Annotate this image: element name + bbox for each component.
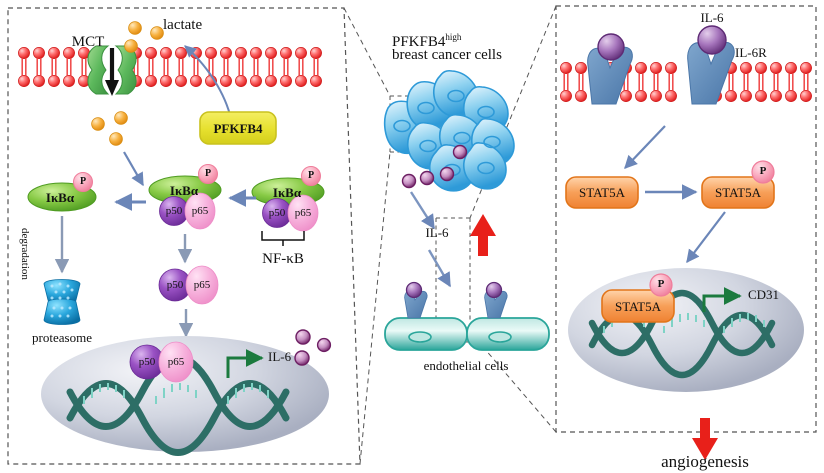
stat5a-phospho-label: STAT5A: [715, 185, 761, 201]
il6r-receptor-left: [587, 33, 633, 105]
red-down-arrow-angiogenesis: [692, 418, 718, 460]
p-badge-free-ikba: P: [79, 175, 87, 187]
arrow-il6-lower: [427, 249, 452, 288]
stat5a-label: STAT5A: [579, 185, 625, 201]
stat5a-node: [565, 176, 639, 209]
right-panel-border: [555, 5, 817, 433]
p-badge-stat5a-nuclear: P: [657, 278, 665, 291]
il6-gene-label: IL-6: [268, 349, 292, 364]
angiogenesis-label: angiogenesis: [661, 452, 749, 472]
ikba-label-right: IκBα: [272, 185, 302, 201]
arrow-lactate-to-ikba: [123, 151, 144, 187]
stat5a-phospho-node: [701, 160, 775, 209]
cd31-label: CD31: [748, 287, 780, 302]
stat5a-phospho-nuclear: [601, 273, 675, 323]
p65-label-nuclear: p65: [167, 356, 185, 369]
lactate-molecules-extracellular: [124, 21, 164, 53]
arrow-il6-upper: [409, 191, 436, 230]
nfkb-ikba-complex-middle: [148, 164, 222, 230]
degradation-label: degradation: [19, 228, 31, 280]
p-badge-middle: P: [204, 167, 212, 179]
il6-receptors-middle: [404, 281, 508, 319]
lactate-label: lactate: [163, 17, 203, 33]
mct-label: MCT: [71, 34, 105, 51]
p50-label-middle: p50: [165, 205, 183, 218]
red-up-arrow-il6: [470, 214, 496, 256]
cancer-cells-title: PFKFB4high: [392, 32, 462, 51]
pfkfb4-label: PFKFB4: [213, 121, 263, 137]
nfkb-ikba-complex-right: [251, 166, 325, 232]
il6r-receptor-right: [687, 25, 735, 105]
p-badge-stat5a: P: [759, 165, 767, 178]
endothelial-cells-middle: [384, 317, 550, 351]
cancer-cells-title-line2: breast cancer cells: [392, 47, 502, 63]
p65-label-middle: p65: [191, 205, 209, 218]
ikba-label-free: IκBα: [45, 190, 75, 206]
zoom-connector-top-left: [343, 7, 391, 97]
cancer-cells-title-sup: high: [445, 32, 462, 42]
zoom-box-endothelial: [435, 217, 484, 343]
zoom-connector-bottom-left: [359, 151, 391, 465]
arrow-stat5a-to-nucleus: [686, 211, 726, 264]
il6-label-middle: IL-6: [425, 225, 449, 241]
p50-label-nuclear: p50: [138, 356, 156, 369]
cancer-cell-membrane: [17, 46, 323, 88]
p50-label-right: p50: [268, 207, 286, 220]
stat5a-nuclear-label: STAT5A: [615, 299, 661, 315]
proteasome-label: proteasome: [32, 330, 92, 346]
transcription-arrow-cd31: [702, 287, 742, 312]
p65-label-right: p65: [294, 207, 312, 220]
p50-label-dimer: p50: [166, 279, 184, 292]
cancer-cells-title-line1: PFKFB4: [392, 34, 446, 50]
arrow-receptor-to-stat5a: [624, 125, 666, 169]
mct-transporter-icon: [87, 45, 137, 96]
nfkb-bracket: [261, 231, 305, 246]
p-badge-right: P: [307, 169, 315, 181]
pfkfb4-node: [199, 111, 277, 145]
il6-label-right: IL-6: [700, 10, 724, 26]
lactate-molecules-intracellular: [91, 111, 128, 146]
il6r-label: IL-6R: [735, 45, 767, 60]
transcription-arrow-il6: [226, 349, 264, 378]
il6-beads-middle: [401, 144, 468, 189]
proteasome-icon: [43, 279, 81, 325]
p65-label-dimer: p65: [193, 279, 211, 292]
ikba-label-middle: IκBα: [169, 183, 199, 199]
zoom-connector-bottom-right: [483, 347, 557, 433]
p50-p65-dimer: [158, 265, 219, 305]
p50-p65-dimer-nuclear: [129, 341, 194, 383]
il6-secreted-beads-left: [294, 329, 332, 366]
nfkb-label: NF-κB: [262, 251, 304, 268]
endothelial-cells-label: endothelial cells: [423, 358, 509, 374]
free-ikba-node: [27, 172, 97, 212]
